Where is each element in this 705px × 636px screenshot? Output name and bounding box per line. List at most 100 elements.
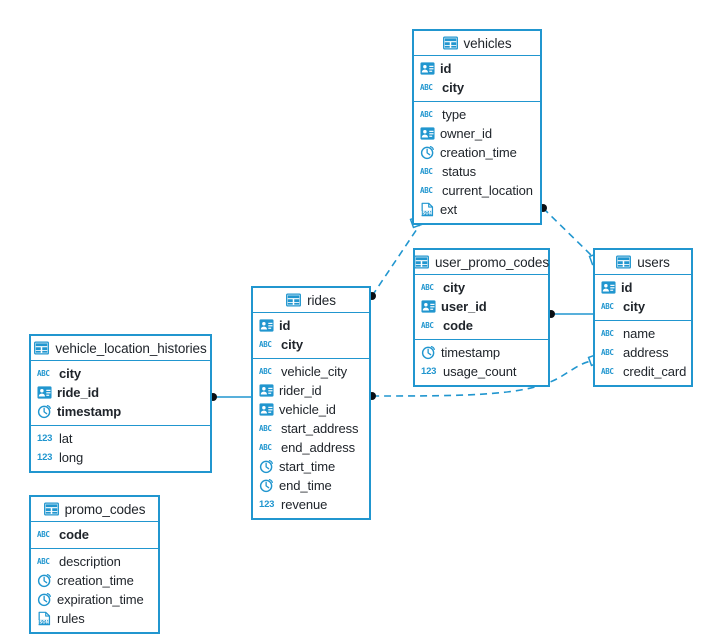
- field-name: city: [59, 366, 82, 381]
- table-field-row[interactable]: timestamp: [415, 343, 548, 362]
- table-title: users: [637, 254, 670, 270]
- id-card-icon: [259, 383, 274, 398]
- clock-icon: [421, 345, 436, 360]
- field-name: city: [443, 280, 466, 295]
- table-field-row[interactable]: ABC status: [414, 162, 540, 181]
- abc-icon: ABC: [259, 340, 272, 349]
- id-card-icon: [259, 402, 274, 417]
- table-header-promo_codes[interactable]: promo_codes: [31, 497, 158, 522]
- field-name: rider_id: [279, 383, 322, 398]
- abc-icon: ABC: [420, 167, 433, 176]
- field-name: address: [623, 345, 669, 360]
- table-field-row[interactable]: end_time: [253, 476, 369, 495]
- table-field-row[interactable]: vehicle_id: [253, 400, 369, 419]
- table-grid-icon: [34, 340, 50, 356]
- field-name: user_id: [441, 299, 487, 314]
- field-name: id: [440, 61, 452, 76]
- id-card-icon: [420, 61, 435, 76]
- field-name: creation_time: [57, 573, 134, 588]
- abc-icon: ABC: [37, 557, 50, 566]
- abc-icon: ABC: [421, 283, 434, 292]
- clock-icon: [37, 592, 52, 607]
- clock-icon: [420, 145, 435, 160]
- field-name: name: [623, 326, 656, 341]
- table-grid-icon: [442, 35, 458, 51]
- table-field-row[interactable]: user_id: [415, 297, 548, 316]
- table-title: vehicle_location_histories: [55, 340, 207, 356]
- table-field-row[interactable]: id: [414, 59, 540, 78]
- table-field-row[interactable]: start_time: [253, 457, 369, 476]
- table-field-row[interactable]: ABC description: [31, 552, 158, 571]
- id-card-icon: [37, 385, 52, 400]
- table-field-row[interactable]: owner_id: [414, 124, 540, 143]
- table-field-row[interactable]: creation_time: [414, 143, 540, 162]
- table-field-row[interactable]: id: [253, 316, 369, 335]
- table-field-row[interactable]: timestamp: [31, 402, 210, 421]
- table-header-vehicle_location_histories[interactable]: vehicle_location_histories: [31, 336, 210, 361]
- table-field-row[interactable]: ride_id: [31, 383, 210, 402]
- field-name: description: [59, 554, 121, 569]
- abc-icon: ABC: [259, 443, 272, 452]
- table-field-row[interactable]: ABC city: [415, 278, 548, 297]
- table-field-row[interactable]: rider_id: [253, 381, 369, 400]
- json-icon: JSON: [420, 202, 435, 217]
- relationship-users-to-user-promo-codes[interactable]: [547, 310, 593, 318]
- id-card-icon: [420, 126, 435, 141]
- table-field-row[interactable]: creation_time: [31, 571, 158, 590]
- table-title: promo_codes: [64, 501, 146, 517]
- table-field-row[interactable]: expiration_time: [31, 590, 158, 609]
- table-title: user_promo_codes: [435, 254, 549, 270]
- field-name: vehicle_city: [281, 364, 347, 379]
- column-group-promo_codes: ABC description creation_time expiration_ti…: [31, 549, 158, 632]
- table-grid-icon: [414, 254, 429, 270]
- abc-icon: ABC: [420, 83, 433, 92]
- table-field-row[interactable]: id: [595, 278, 691, 297]
- field-name: start_time: [279, 459, 336, 474]
- table-header-user_promo_codes[interactable]: user_promo_codes: [414, 250, 549, 275]
- abc-icon: ABC: [259, 424, 272, 433]
- relationship-vehicle-location-histories-to-rides[interactable]: [209, 393, 251, 401]
- clock-icon: [37, 573, 52, 588]
- svg-text:JSON: JSON: [420, 211, 432, 216]
- table-grid-icon: [43, 501, 59, 517]
- table-header-vehicles[interactable]: vehicles: [414, 31, 540, 56]
- table-header-users[interactable]: users: [595, 250, 691, 275]
- field-name: status: [442, 164, 477, 179]
- clock-icon: [259, 478, 274, 493]
- table-header-rides[interactable]: rides: [253, 288, 369, 313]
- field-name: city: [623, 299, 646, 314]
- field-name: revenue: [281, 497, 328, 512]
- number-icon: 123: [421, 366, 437, 377]
